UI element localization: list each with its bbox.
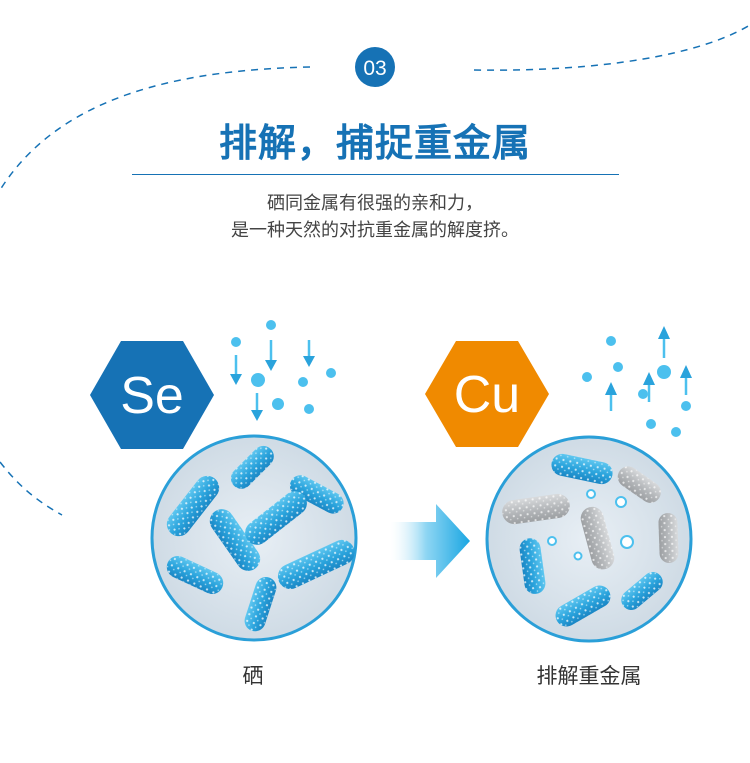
bacteria-blue: [166, 445, 355, 632]
caption-remove-metals: 排解重金属: [536, 664, 642, 688]
up-arrow-icons: [605, 326, 692, 411]
dashed-curve-left: [0, 66, 311, 191]
dashed-curve-bottom-left: [0, 461, 63, 516]
down-arrow-icons: [230, 340, 315, 421]
hexagon-icon: Se: [90, 341, 214, 449]
bacteria-circle-left: [150, 434, 358, 642]
hexagon-label-cu: Cu: [454, 366, 520, 424]
step-badge: 03: [355, 47, 395, 87]
description-line-2: 是一种天然的对抗重金属的解度挤。: [231, 220, 519, 241]
step-number: 03: [363, 57, 386, 80]
description-line-1: 硒同金属有很强的亲和力，: [267, 193, 483, 214]
selenium-particles: [231, 320, 336, 414]
hexagon-label-se: Se: [120, 367, 184, 425]
caption-selenium: 硒: [242, 664, 264, 688]
bacteria-blue-right: [519, 453, 663, 627]
title-underline: [132, 174, 619, 175]
metal-bubbles: [547, 489, 634, 561]
description: 硒同金属有很强的亲和力， 是一种天然的对抗重金属的解度挤。: [0, 190, 750, 244]
bacteria-gray: [502, 466, 679, 570]
bacteria-circle-right: [485, 435, 693, 643]
page-title: 排解，捕捉重金属: [218, 121, 531, 165]
arrow-right-icon: [390, 504, 470, 578]
copper-particles: [582, 336, 691, 437]
dashed-curve-right: [473, 24, 750, 71]
hexagon-icon-cu: Cu: [425, 341, 549, 447]
